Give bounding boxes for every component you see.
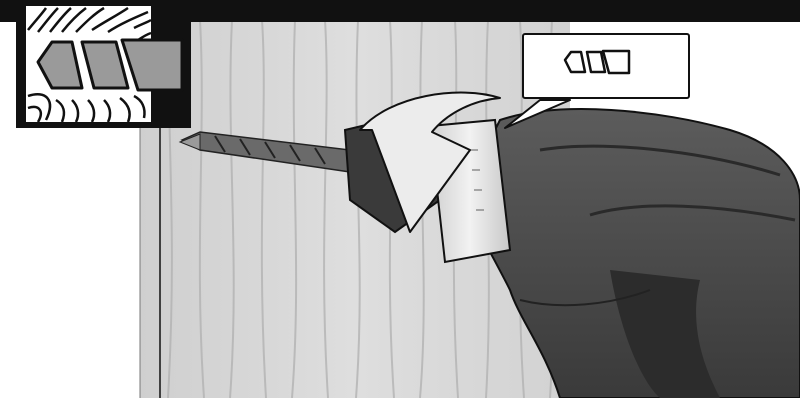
wood-grain-drill-mode-icon xyxy=(16,0,191,128)
callout-box xyxy=(505,30,695,130)
drill-mode-symbol-icon xyxy=(565,51,629,73)
